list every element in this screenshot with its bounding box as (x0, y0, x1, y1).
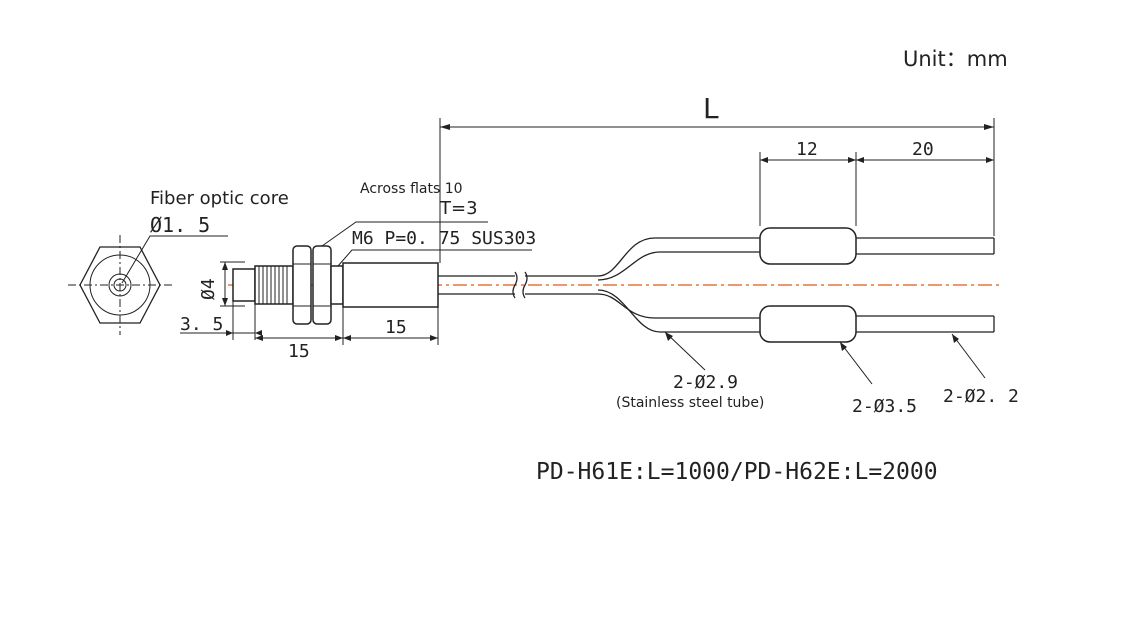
dim-12 (759, 152, 857, 226)
dim-15-thread (255, 307, 344, 345)
thickness-label: T=3 (439, 198, 478, 219)
nut-leader (321, 221, 488, 247)
dim-20 (856, 157, 994, 163)
model-note: PD-H61E:L=1000/PD-H62E:L=2000 (536, 459, 938, 485)
dim-20-label: 20 (912, 139, 934, 160)
across-flats-label: Across flats 10 (360, 181, 463, 197)
tube-material-label: (Stainless steel tube) (616, 395, 764, 411)
upper-sleeve (759, 227, 857, 265)
split-branches (597, 227, 995, 343)
dim-d4-label: Ø4 (198, 278, 219, 300)
dim-3-5 (180, 301, 262, 340)
fiber-core-diameter: Ø1. 5 (150, 213, 210, 237)
unit-label: Unit：mm (903, 47, 1008, 71)
lower-leaders (664, 331, 986, 385)
fiber-core-label: Fiber optic core (150, 188, 289, 209)
dim-15-body (343, 307, 439, 345)
dim-L-label: L (703, 92, 719, 125)
hex-end-view (68, 235, 228, 335)
sensor-head (232, 245, 598, 325)
dim-L (439, 118, 995, 263)
dim-3-5-label: 3. 5 (180, 314, 223, 335)
thread-spec-label: M6 P=0. 75 SUS303 (352, 228, 536, 249)
dim-15-body-label: 15 (385, 317, 407, 338)
sleeve-diameter-label: 2-Ø3.5 (852, 396, 917, 417)
cable-diameter-label: 2-Ø2. 2 (943, 386, 1019, 407)
lower-sleeve (759, 305, 857, 343)
dim-12-label: 12 (796, 139, 818, 160)
tube-diameter-label: 2-Ø2.9 (673, 372, 738, 393)
thread-leader (337, 249, 532, 267)
dim-15-thread-label: 15 (288, 341, 310, 362)
